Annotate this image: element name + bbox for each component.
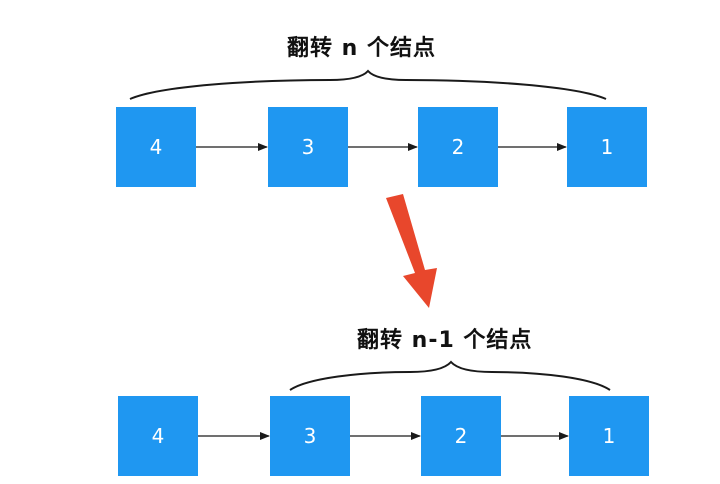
top-brace	[129, 69, 607, 100]
bottom-row-node-box	[421, 396, 501, 476]
bottom-brace	[289, 360, 611, 391]
top-row-node-box	[268, 107, 348, 187]
top-row-node-value: 3	[302, 135, 315, 159]
top-row-node-value: 4	[150, 135, 163, 159]
top-row: 4 3 2 1	[116, 107, 647, 187]
top-row-node-value: 2	[452, 135, 465, 159]
bottom-row-node-value: 3	[304, 424, 317, 448]
bottom-row-node-value: 1	[603, 424, 616, 448]
top-row-node-value: 1	[601, 135, 614, 159]
bottom-row-node-box	[118, 396, 198, 476]
top-row-node-box	[567, 107, 647, 187]
top-row-node-box	[116, 107, 196, 187]
transition-arrow	[386, 194, 437, 308]
bottom-row-node-value: 4	[152, 424, 165, 448]
bottom-row-node-value: 2	[455, 424, 468, 448]
top-row-node-box	[418, 107, 498, 187]
bottom-row-node-box	[569, 396, 649, 476]
bottom-row-node-box	[270, 396, 350, 476]
top-brace-label: 翻转 n 个结点	[287, 36, 436, 61]
bottom-row: 4 3 2 1	[118, 396, 649, 476]
bottom-brace-label: 翻转 n-1 个结点	[357, 328, 533, 353]
